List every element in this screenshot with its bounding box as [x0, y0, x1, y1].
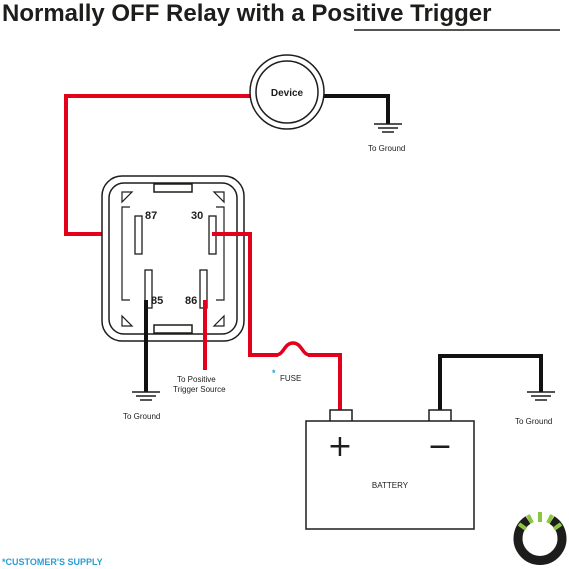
relay-top-tab	[153, 183, 193, 193]
pin-30-label: 30	[191, 210, 203, 222]
battery-ground-label: To Ground	[515, 417, 552, 426]
relay-inner-frame-right	[216, 206, 225, 301]
trigger-label-line2: Trigger Source	[173, 385, 226, 394]
relay-corner-tl	[121, 191, 134, 204]
terminal-85	[144, 269, 153, 309]
title-prefix: Normally OFF Relay with a	[2, 0, 311, 27]
diagram-title: Normally OFF Relay with a Positive Trigg…	[2, 0, 491, 27]
title-emphasis: Positive Trigger	[311, 0, 491, 27]
relay: 87 30 85 86	[101, 175, 245, 342]
relay-corner-bl	[121, 314, 134, 327]
wire-fuse-to-battery	[308, 353, 342, 412]
battery-body	[305, 420, 475, 530]
pin-87-label: 87	[145, 210, 157, 222]
battery-minus: −	[427, 429, 452, 464]
relay-corner-tr	[212, 191, 225, 204]
device-ground-label: To Ground	[368, 144, 405, 153]
customer-supply-footnote: *CUSTOMER'S SUPPLY	[2, 557, 103, 567]
terminal-87	[134, 215, 143, 255]
battery-ground-icon	[527, 391, 555, 401]
fuse-label: FUSE	[280, 374, 301, 383]
battery-plus: +	[327, 429, 352, 464]
pin-85-label: 85	[151, 295, 163, 307]
device: Device	[249, 54, 325, 130]
pin-86-label: 86	[185, 295, 197, 307]
wire-30-to-fuse	[212, 232, 278, 357]
relay-bottom-tab	[153, 324, 193, 334]
brand-logo-icon	[513, 512, 567, 565]
relay-inner-outline	[108, 182, 238, 335]
device-label: Device	[271, 88, 304, 99]
fuse-asterisk: *	[272, 368, 276, 378]
battery: + − BATTERY	[305, 409, 475, 530]
wire-device-to-ground	[322, 94, 390, 124]
battery-positive-post	[329, 409, 353, 423]
relay-ground-icon	[132, 391, 160, 401]
device-ground-icon	[374, 123, 402, 133]
wire-battery-to-ground	[438, 354, 543, 412]
battery-label: BATTERY	[372, 481, 409, 490]
trigger-label-line1: To Positive	[177, 375, 216, 384]
relay-inner-frame-left	[121, 206, 130, 301]
fuse-icon	[275, 341, 311, 357]
relay-ground-label: To Ground	[123, 412, 160, 421]
relay-corner-br	[212, 314, 225, 327]
battery-negative-post	[428, 409, 452, 423]
